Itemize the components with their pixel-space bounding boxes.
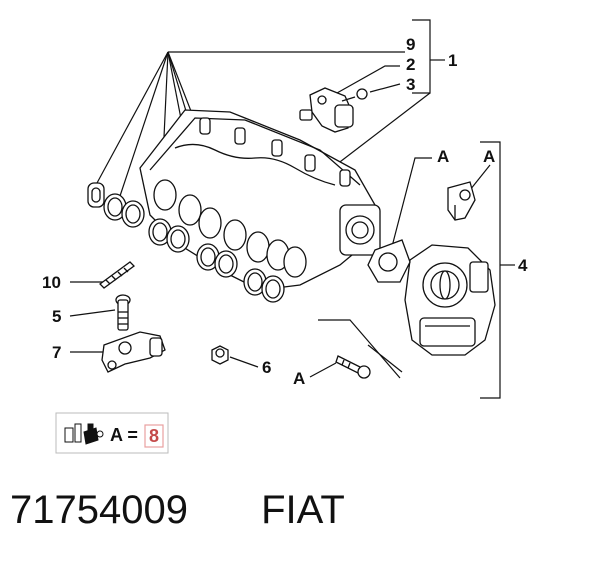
callout-A-gasket: A: [437, 147, 449, 166]
callout-10: 10: [42, 273, 61, 292]
part-number: 71754009: [10, 488, 188, 532]
part-footer: 71754009 FIAT: [10, 488, 590, 548]
port-gaskets: [87, 182, 285, 303]
sensor-screw: [341, 88, 368, 102]
pressure-sensor: [299, 87, 354, 133]
callout-A-bracket: A: [483, 147, 495, 166]
brand-name: FIAT: [261, 488, 345, 532]
intake-manifold: [139, 109, 381, 291]
callout-2: 2: [406, 55, 415, 74]
callout-9: 9: [406, 35, 415, 54]
stud: [99, 261, 135, 289]
kit-legend-value: 8: [149, 426, 159, 446]
throttle-bolt: [335, 355, 371, 379]
mounting-bracket: [447, 181, 476, 221]
kit-legend: A = 8: [55, 412, 169, 454]
kit-parts-icon: [64, 423, 104, 445]
support-bracket: [101, 331, 166, 373]
callout-7: 7: [52, 343, 61, 362]
throttle-body: [404, 244, 496, 356]
callout-3: 3: [406, 75, 415, 94]
bolt: [115, 294, 131, 331]
callout-6: 6: [262, 358, 271, 377]
callout-A-bolt: A: [293, 369, 305, 388]
callout-1: 1: [448, 51, 457, 70]
callout-labels: 9 2 3 1 A A 4 10 5 7 6 A: [42, 35, 528, 388]
callout-4: 4: [518, 256, 528, 275]
nut: [211, 345, 229, 365]
callout-5: 5: [52, 307, 61, 326]
exploded-parts-diagram: 9 2 3 1 A A 4 10 5 7 6 A A = 8: [42, 19, 528, 454]
kit-legend-label: A =: [110, 425, 138, 445]
throttle-gasket: [367, 239, 411, 283]
